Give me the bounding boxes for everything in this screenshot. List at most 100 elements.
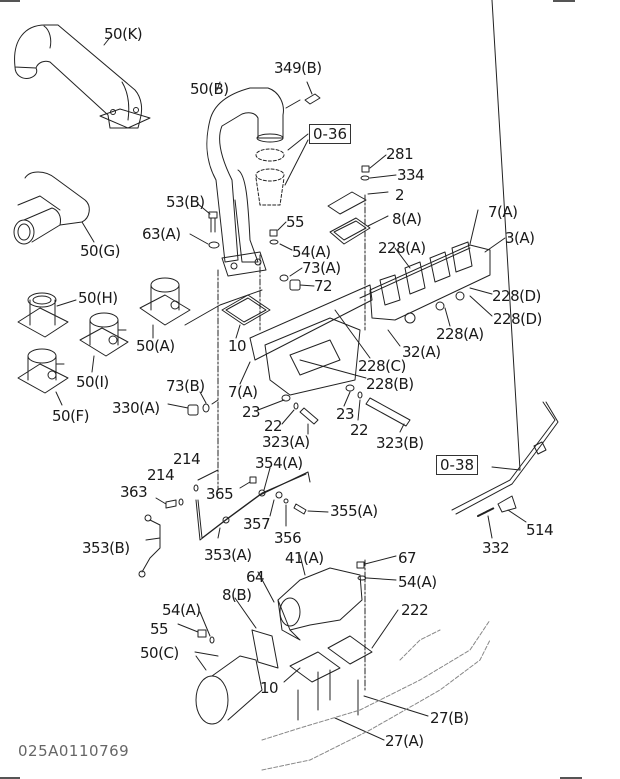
part-27-studs xyxy=(297,669,429,741)
part-10-gasket-upper xyxy=(221,294,271,339)
part-callout-50i[interactable]: 50(I) xyxy=(76,373,109,391)
part-callout-214[interactable]: 214 xyxy=(147,466,175,484)
part-callout-228b[interactable]: 228(B) xyxy=(366,375,414,393)
reference-box-0-36[interactable]: 0-36 xyxy=(309,124,352,144)
part-callout-50k[interactable]: 50(K) xyxy=(104,25,143,43)
part-callout-54a[interactable]: 54(A) xyxy=(292,243,331,261)
part-callout-353b[interactable]: 353(B) xyxy=(82,539,130,557)
part-callout-7a[interactable]: 7(A) xyxy=(228,383,258,401)
part-callout-67[interactable]: 67 xyxy=(398,549,417,567)
part-281-nut xyxy=(360,154,397,181)
part-callout-73a[interactable]: 73(A) xyxy=(302,259,341,277)
part-callout-355a[interactable]: 355(A) xyxy=(330,502,378,520)
part-323B-bolt xyxy=(343,384,411,433)
part-349B-bolt xyxy=(304,81,321,105)
part-callout-8a[interactable]: 8(A) xyxy=(392,210,422,228)
part-callout-365[interactable]: 365 xyxy=(206,485,234,503)
part-callout-22[interactable]: 22 xyxy=(350,421,369,439)
part-50B-pipe xyxy=(206,81,301,277)
part-41A-elbow xyxy=(257,554,363,641)
corner-mark xyxy=(553,0,575,2)
part-callout-8b[interactable]: 8(B) xyxy=(222,586,252,604)
part-callout-54a[interactable]: 54(A) xyxy=(162,601,201,619)
part-callout-356[interactable]: 356 xyxy=(274,529,302,547)
part-callout-323a[interactable]: 323(A) xyxy=(262,433,310,451)
part-callout-330a[interactable]: 330(A) xyxy=(112,399,160,417)
part-callout-73b[interactable]: 73(B) xyxy=(166,377,205,395)
part-callout-50h[interactable]: 50(H) xyxy=(78,289,118,307)
part-353B-pipe xyxy=(138,514,161,578)
part-callout-32a[interactable]: 32(A) xyxy=(402,343,441,361)
part-50G-pipe xyxy=(13,171,95,245)
part-callout-50a[interactable]: 50(A) xyxy=(136,337,175,355)
part-callout-53b[interactable]: 53(B) xyxy=(166,193,205,211)
part-callout-54a[interactable]: 54(A) xyxy=(398,573,437,591)
part-callout-222[interactable]: 222 xyxy=(401,601,429,619)
part-callout-228a[interactable]: 228(A) xyxy=(436,325,484,343)
part-8B-gasket xyxy=(234,597,279,669)
corner-mark xyxy=(0,0,20,2)
part-callout-50c[interactable]: 50(C) xyxy=(140,644,179,662)
part-222-gasket xyxy=(327,609,399,665)
corner-mark xyxy=(0,777,20,779)
part-callout-55[interactable]: 55 xyxy=(150,620,169,638)
part-callout-228d[interactable]: 228(D) xyxy=(492,287,541,305)
engine-block-outline xyxy=(261,619,491,771)
drawing-code: 025A0110769 xyxy=(18,742,130,760)
part-callout-50f[interactable]: 50(F) xyxy=(52,407,89,425)
part-355A-bolt xyxy=(269,491,329,527)
part-callout-514[interactable]: 514 xyxy=(526,521,554,539)
part-50K-pipe xyxy=(14,24,151,129)
part-callout-332[interactable]: 332 xyxy=(482,539,510,557)
part-55-nut-lower xyxy=(177,611,215,644)
part-callout-10[interactable]: 10 xyxy=(260,679,279,697)
part-callout-281[interactable]: 281 xyxy=(386,145,414,163)
part-callout-22[interactable]: 22 xyxy=(264,417,283,435)
part-callout-357[interactable]: 357 xyxy=(243,515,271,533)
part-callout-50g[interactable]: 50(G) xyxy=(80,242,120,260)
part-50F-pipe xyxy=(17,348,69,406)
part-callout-63a[interactable]: 63(A) xyxy=(142,225,181,243)
part-callout-334[interactable]: 334 xyxy=(397,166,425,184)
part-callout-7a[interactable]: 7(A) xyxy=(488,203,518,221)
part-callout-27b[interactable]: 27(B) xyxy=(430,709,469,727)
part-10-gasket-lower xyxy=(283,651,341,683)
part-7A-gasket xyxy=(239,284,373,385)
part-callout-349b[interactable]: 349(B) xyxy=(274,59,322,77)
part-330A-plug xyxy=(167,391,219,416)
part-8A-gasket xyxy=(329,215,389,245)
part-323A-bolt xyxy=(257,394,319,435)
part-3A-manifold xyxy=(359,209,506,327)
part-callout-323b[interactable]: 323(B) xyxy=(376,434,424,452)
part-callout-72[interactable]: 72 xyxy=(314,277,333,295)
part-50I-pipe xyxy=(79,312,129,373)
part-callout-214[interactable]: 214 xyxy=(173,450,201,468)
part-363-bolt xyxy=(155,469,219,509)
part-72-plug xyxy=(279,267,315,291)
part-callout-228a[interactable]: 228(A) xyxy=(378,239,426,257)
part-manifold-center xyxy=(264,309,401,396)
part-callout-50b[interactable]: 50(B) xyxy=(190,80,229,98)
part-callout-228c[interactable]: 228(C) xyxy=(358,357,406,375)
part-callout-354a[interactable]: 354(A) xyxy=(255,454,303,472)
part-callout-23[interactable]: 23 xyxy=(336,405,355,423)
part-0-38-lever xyxy=(451,0,559,515)
part-callout-23[interactable]: 23 xyxy=(242,403,261,421)
part-callout-10[interactable]: 10 xyxy=(228,337,247,355)
part-0-36-clamps xyxy=(255,148,285,206)
part-callout-55[interactable]: 55 xyxy=(286,213,305,231)
part-callout-41a[interactable]: 41(A) xyxy=(285,549,324,567)
part-callout-363[interactable]: 363 xyxy=(120,483,148,501)
part-callout-228d[interactable]: 228(D) xyxy=(493,310,542,328)
part-callout-27a[interactable]: 27(A) xyxy=(385,732,424,750)
part-50C-pipe xyxy=(194,651,263,725)
part-67-nut xyxy=(356,555,397,581)
part-callout-353a[interactable]: 353(A) xyxy=(204,546,252,564)
part-callout-2[interactable]: 2 xyxy=(395,186,405,204)
part-2-cover xyxy=(327,191,389,215)
part-callout-3a[interactable]: 3(A) xyxy=(505,229,535,247)
reference-box-0-38[interactable]: 0-38 xyxy=(436,455,479,475)
part-callout-64[interactable]: 64 xyxy=(246,568,265,586)
